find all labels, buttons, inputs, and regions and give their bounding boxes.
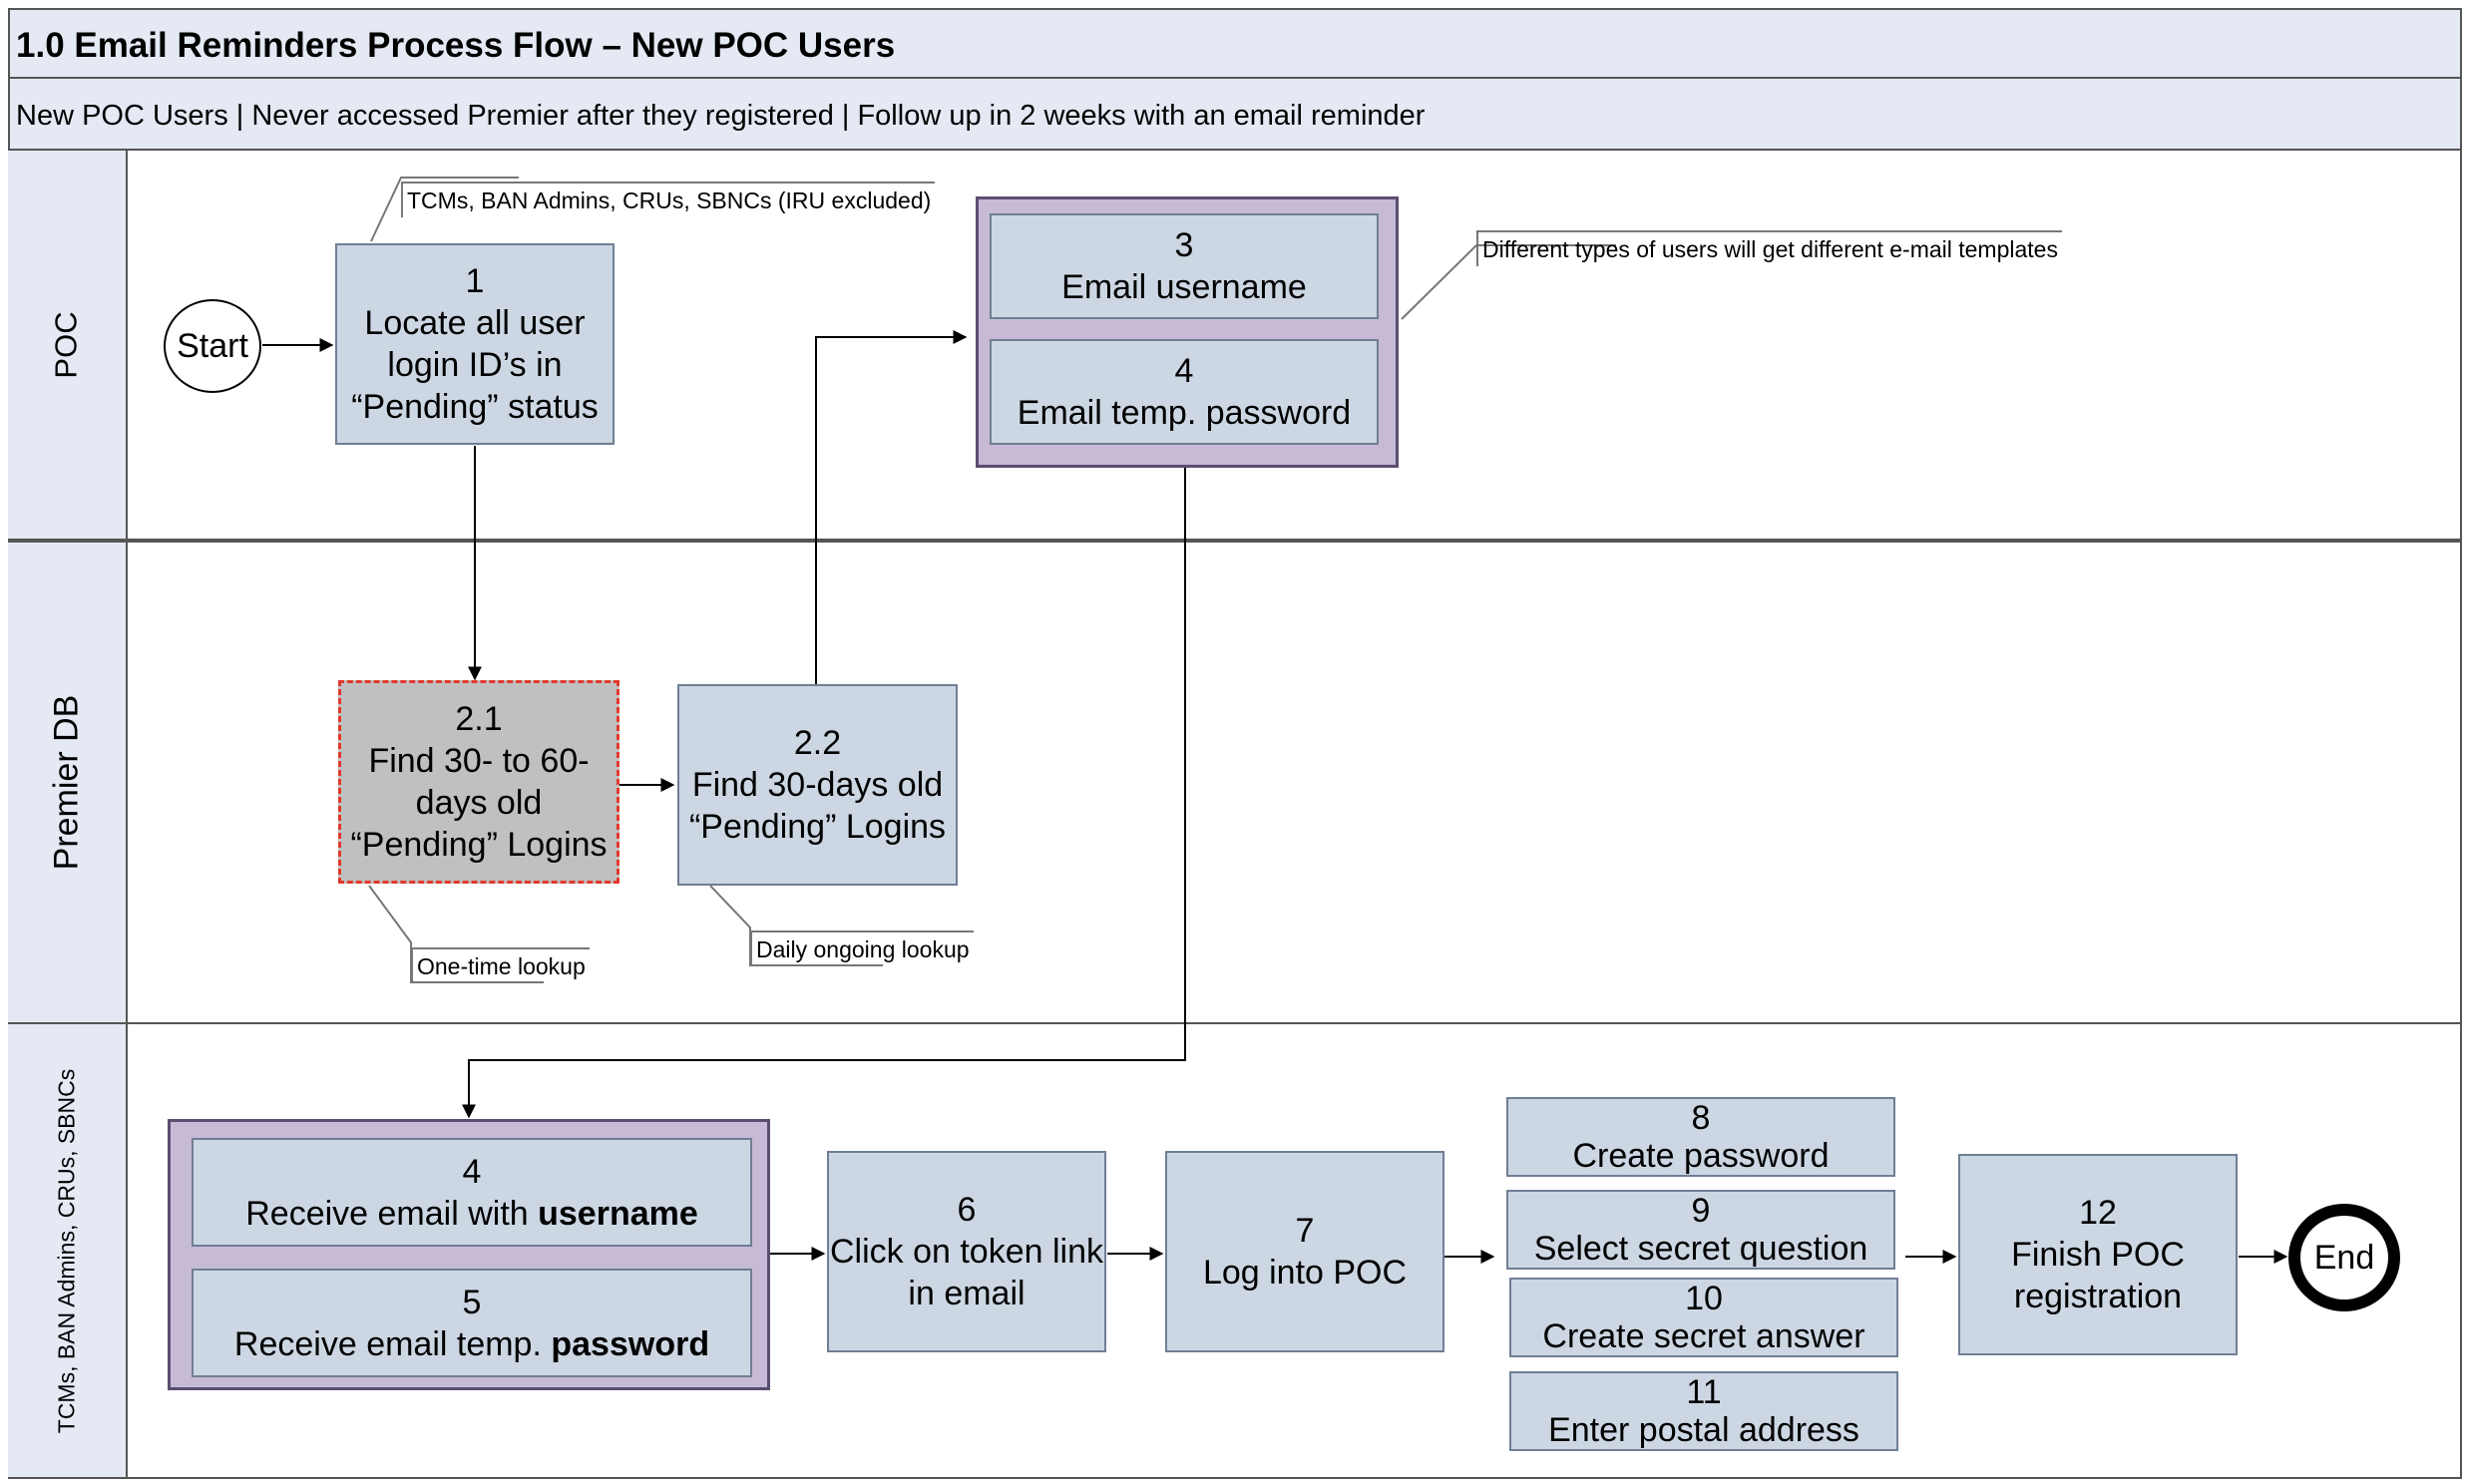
page-title: 1.0 Email Reminders Process Flow – New P… — [8, 8, 2462, 79]
step-6-box: 6 Click on token link in email — [827, 1151, 1106, 1352]
step-2-2-box: 2.2 Find 30-days old “Pending” Logins — [677, 684, 958, 886]
step-9-box: 9 Select secret question — [1506, 1190, 1895, 1270]
step-3-box: 3 Email username — [990, 213, 1379, 319]
step-4b-box: 4 Receive email with username — [192, 1138, 752, 1247]
end-node: End — [2288, 1204, 2400, 1311]
step-7-box: 7 Log into POC — [1165, 1151, 1444, 1352]
step-2-1-box: 2.1 Find 30- to 60-days old “Pending” Lo… — [338, 680, 619, 884]
start-node: Start — [164, 299, 261, 393]
page-subtitle: New POC Users | Never accessed Premier a… — [8, 77, 2462, 151]
step-5-box: 5 Receive email temp. password — [192, 1269, 752, 1377]
note-users: TCMs, BAN Admins, CRUs, SBNCs (IRU exclu… — [401, 182, 936, 217]
lane-label-premier-db: Premier DB — [8, 543, 128, 1022]
step-11-box: 11 Enter postal address — [1509, 1371, 1898, 1451]
step-4a-box: 4 Email temp. password — [990, 339, 1379, 445]
step-1-box: 1 Locate all user login ID’s in “Pending… — [335, 243, 615, 445]
step-8-box: 8 Create password — [1506, 1097, 1895, 1177]
note-onetime: One-time lookup — [411, 947, 590, 983]
note-templates: Different types of users will get differ… — [1476, 230, 2062, 266]
note-line-users — [370, 177, 519, 242]
step-10-box: 10 Create secret answer — [1509, 1278, 1898, 1357]
arrow-group-to-4 — [462, 467, 1186, 1119]
lane-label-poc: POC — [8, 151, 128, 539]
step-12-box: 12 Finish POC registration — [1958, 1154, 2238, 1355]
arrow-2-2-to-3 — [815, 330, 968, 685]
lane-label-users: TCMs, BAN Admins, CRUs, SBNCs — [8, 1024, 128, 1477]
note-daily: Daily ongoing lookup — [750, 930, 974, 966]
